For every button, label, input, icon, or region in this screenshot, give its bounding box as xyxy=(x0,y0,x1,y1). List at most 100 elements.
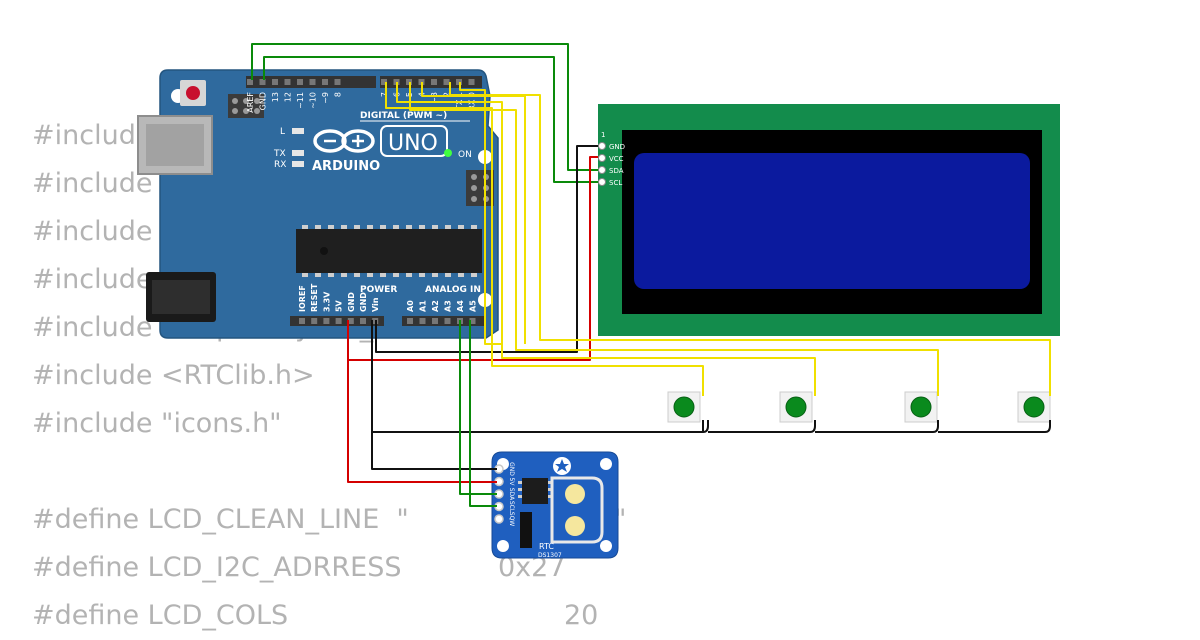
wire-yellow-button-4 xyxy=(449,82,1051,396)
reset-button[interactable] xyxy=(186,86,200,100)
digital-pin-label: ~3 xyxy=(430,92,439,104)
power-pin[interactable] xyxy=(360,318,366,324)
ds1307-chip xyxy=(522,478,548,504)
power-pin-label: 3.3V xyxy=(322,291,331,312)
arduino-logo xyxy=(313,129,375,153)
digital-pin-label: AREF xyxy=(246,92,255,113)
digital-pin-label: 7 xyxy=(380,92,389,97)
usb-connector-inner xyxy=(146,124,204,166)
wire-green-rtc-scl xyxy=(469,320,497,507)
power-pin-label: RESET xyxy=(310,283,319,312)
analog-pin[interactable] xyxy=(407,318,413,324)
analog-pin[interactable] xyxy=(432,318,438,324)
power-label: POWER xyxy=(360,285,397,295)
digital-pin-3[interactable] xyxy=(431,79,437,85)
digital-pin-10[interactable] xyxy=(309,79,316,85)
push-buttons[interactable] xyxy=(667,391,1051,423)
digital-pin-2[interactable] xyxy=(443,79,450,85)
digital-pin-rx0[interactable] xyxy=(468,79,475,85)
mounting-hole xyxy=(497,540,509,552)
icsp-header-right xyxy=(466,170,494,206)
digital-pin-aref[interactable] xyxy=(247,79,253,85)
rtc-label: RTC xyxy=(539,542,554,551)
uno-badge xyxy=(380,125,448,157)
digital-pin-13[interactable] xyxy=(272,79,278,85)
digital-pin-9[interactable] xyxy=(322,79,328,85)
digital-pin-12[interactable] xyxy=(284,79,291,85)
led-l-label: L xyxy=(280,127,285,137)
digital-pin-label: 2 xyxy=(443,92,452,97)
lcd-pin1-label: 1 xyxy=(601,131,605,139)
rtc-pin-label: SCL xyxy=(508,501,515,513)
wire-black-button-gnd-bus xyxy=(702,420,1051,433)
digital-pin-7[interactable] xyxy=(381,79,387,85)
mounting-hole xyxy=(600,540,612,552)
rtc-pin-label: 5V xyxy=(508,478,515,487)
rtc-pin-label: GND xyxy=(508,462,515,476)
power-led xyxy=(444,149,452,157)
power-pin-label: Vin xyxy=(371,297,380,312)
lcd-pin-label: SCL xyxy=(609,179,622,187)
wire-black-lcd-gnd xyxy=(375,145,598,353)
analog-pin-label: A1 xyxy=(419,300,428,312)
chip-pins xyxy=(302,225,477,277)
analog-pin-label: A0 xyxy=(406,300,415,312)
battery-contact xyxy=(565,484,585,504)
wire-red-rtc-5v xyxy=(347,320,497,483)
lcd-pin-sda[interactable] xyxy=(598,166,606,174)
push-button-3[interactable] xyxy=(904,391,938,423)
digital-pin-label: GND xyxy=(259,92,268,110)
crystal xyxy=(520,512,532,548)
wires xyxy=(251,43,1051,507)
lcd-pin-label: GND xyxy=(609,143,625,151)
battery-contact xyxy=(565,516,585,536)
wire-green-scl-top xyxy=(263,56,598,183)
power-pin[interactable] xyxy=(323,318,330,324)
wire-black-rtc-gnd xyxy=(371,320,497,470)
wire-yellow-button-1 xyxy=(385,82,704,396)
power-pin[interactable] xyxy=(347,318,354,324)
push-button-4[interactable] xyxy=(1017,391,1051,423)
power-pin-label: 5V xyxy=(335,299,344,312)
digital-pin-label: 12 xyxy=(284,92,293,102)
digital-pin-8[interactable] xyxy=(334,79,341,85)
power-pin-label: IOREF xyxy=(298,285,307,312)
digital-pin-label: ~11 xyxy=(296,92,305,109)
mounting-hole xyxy=(600,458,612,470)
wire-green-rtc-sda xyxy=(459,320,497,495)
led-rx-label: RX xyxy=(274,160,286,170)
battery-holder xyxy=(550,476,604,544)
lcd-pin-vcc[interactable] xyxy=(598,154,606,162)
lcd-screen xyxy=(634,153,1030,289)
model-name: UNO xyxy=(388,131,438,156)
power-pin[interactable] xyxy=(299,318,305,324)
digital-pin-label: ~9 xyxy=(321,92,330,104)
led-l xyxy=(292,128,304,134)
push-button-1[interactable] xyxy=(667,391,701,423)
analog-pin[interactable] xyxy=(444,318,451,324)
analog-pin[interactable] xyxy=(419,318,426,324)
power-pin[interactable] xyxy=(311,318,318,324)
ds1307-chip-pins xyxy=(518,481,552,498)
lcd-pin-gnd[interactable] xyxy=(598,142,606,150)
led-tx xyxy=(292,150,304,156)
power-pin[interactable] xyxy=(335,318,342,324)
chip-notch xyxy=(320,247,328,255)
on-label: ON xyxy=(458,150,472,160)
rtc-pin-sqw[interactable] xyxy=(494,514,504,524)
digital-pin-11[interactable] xyxy=(297,79,303,85)
digital-pin-gnd[interactable] xyxy=(259,79,266,85)
lcd-pin-scl[interactable] xyxy=(598,178,606,186)
push-button-2[interactable] xyxy=(779,391,813,423)
power-jack-inner xyxy=(152,280,210,314)
digital-pin-label: 13 xyxy=(271,92,280,102)
analog-pin[interactable] xyxy=(469,318,476,324)
wire-yellow-extra-1 xyxy=(459,82,502,345)
lcd-pin-label: VCC xyxy=(609,155,624,163)
